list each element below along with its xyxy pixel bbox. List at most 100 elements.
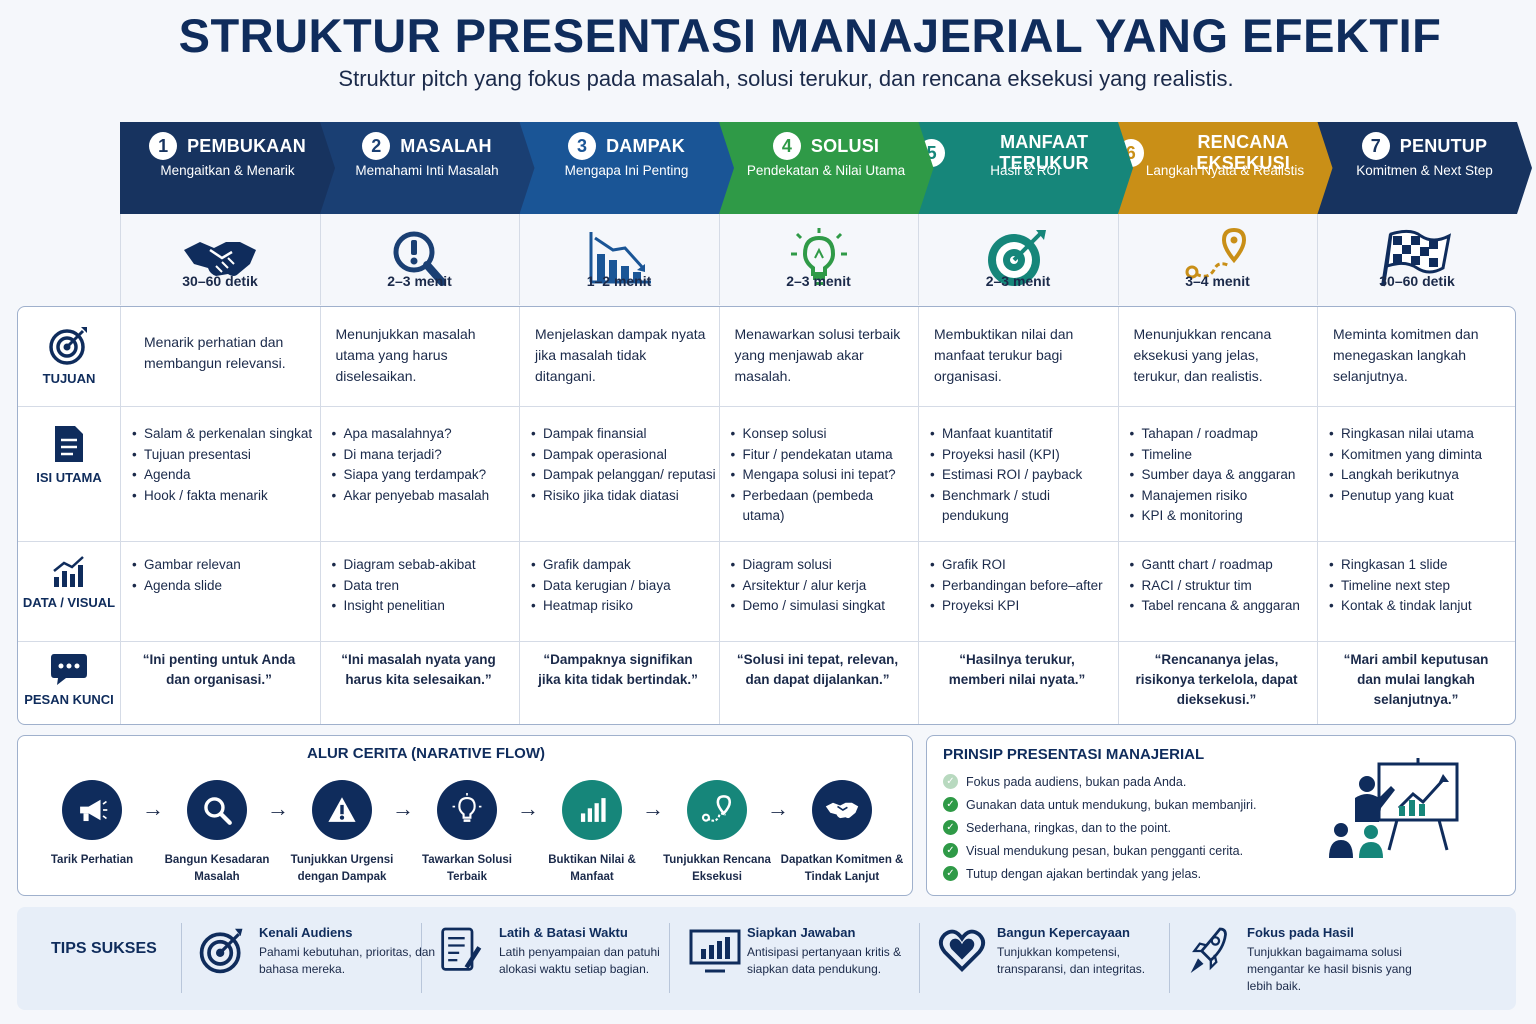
stage-5: 5 MANFAAT TERUKUR Hasil & ROI 2–3 menit — [918, 122, 1133, 305]
visual-item: Tabel rencana & anggaran — [1130, 596, 1315, 617]
key-message-cell: “Rencananya jelas, risikonya terkelola, … — [1135, 652, 1298, 707]
declining-chart-icon — [579, 228, 659, 290]
visual-item: Timeline next step — [1329, 576, 1514, 597]
tip-item: Bangun Kepercayaan Tunjukkan kompetensi,… — [937, 925, 1187, 997]
content-item: KPI & monitoring — [1130, 506, 1315, 527]
handshake-icon — [812, 780, 872, 840]
column-divider — [120, 307, 121, 724]
stage-subtitle: Mengaitkan & Menarik — [160, 163, 295, 178]
goal-cell: Membuktikan nilai dan manfaat terukur ba… — [934, 326, 1074, 384]
content-item: Manajemen risiko — [1130, 486, 1315, 507]
route-pin-icon — [1178, 227, 1258, 290]
principles-panel: PRINSIP PRESENTASI MANAJERIAL ✓Fokus pad… — [926, 735, 1516, 896]
monitor-chart-icon — [687, 925, 741, 981]
document-icon — [18, 424, 120, 464]
content-item: Penutup yang kuat — [1329, 486, 1514, 507]
stage-duration: 30–60 detik — [182, 273, 258, 289]
stage-chevron — [519, 122, 734, 214]
flow-step: Tawarkan Solusi Terbaik — [402, 780, 532, 886]
visual-cell: Grafik dampakData kerugian / biayaHeatma… — [531, 555, 716, 617]
stage-number: 4 — [772, 132, 801, 160]
flow-step-label: Tawarkan Solusi Terbaik — [422, 854, 512, 883]
goal-cell: Menjelaskan dampak nyata jika masalah ti… — [535, 326, 706, 384]
chat-bubble-icon — [18, 652, 120, 686]
lightbulb-icon — [437, 780, 497, 840]
visual-item: Grafik dampak — [531, 555, 716, 576]
key-message-cell: “Ini penting untuk Anda dan organisasi.” — [142, 652, 296, 687]
stage-chevron — [718, 122, 934, 214]
stage-title: RENCANA EKSEKUSI — [1196, 132, 1290, 173]
warning-icon — [312, 780, 372, 840]
stage-divider — [319, 214, 321, 305]
main-content-cell: Konsep solusiFitur / pendekatan utamaMen… — [731, 424, 916, 527]
stage-number: 7 — [1361, 132, 1390, 160]
visual-item: Grafik ROI — [930, 555, 1115, 576]
flow-step: Buktikan Nilai & Manfaat — [527, 780, 657, 886]
tip-title: Latih & Batasi Waktu — [499, 925, 628, 940]
stage-number: 1 — [149, 132, 178, 160]
presenter-board-icon — [1327, 758, 1467, 867]
stage-title: PEMBUKAAN — [187, 135, 306, 156]
visual-item: RACI / struktur tim — [1130, 576, 1315, 597]
goal-cell: Menawarkan solusi terbaik yang menjawab … — [734, 326, 901, 384]
stage-chevron — [1317, 122, 1532, 214]
tips-label: TIPS SUKSES — [51, 940, 157, 957]
checklist-icon — [439, 925, 487, 981]
content-item: Hook / fakta menarik — [132, 486, 317, 507]
arrow-right-icon: → — [517, 796, 539, 821]
tip-description: Pahami kebutuhan, prioritas, dan bahasa … — [259, 945, 436, 976]
content-item: Langkah berikutnya — [1329, 465, 1514, 486]
principle-text: Fokus pada audiens, bukan pada Anda. — [966, 774, 1187, 789]
stage-header: 2 MASALAH Memahami Inti Masalah — [320, 122, 520, 214]
row-divider — [18, 641, 1515, 642]
stage-title: MASALAH — [400, 135, 492, 156]
megaphone-icon — [62, 780, 122, 840]
stage-duration: 2–3 menit — [985, 273, 1051, 289]
content-item: Dampak operasional — [531, 445, 716, 466]
goal-cell: Menarik perhatian dan membangun relevans… — [144, 334, 286, 371]
goal-cell: Meminta komitmen dan menegaskan langkah … — [1333, 326, 1479, 384]
tip-item: Latih & Batasi Waktu Latih penyampaian d… — [439, 925, 689, 997]
visual-item: Kontak & tindak lanjut — [1329, 596, 1514, 617]
row-label-text: TUJUAN — [42, 371, 96, 386]
principle-text: Gunakan data untuk mendukung, bukan memb… — [966, 797, 1257, 812]
tip-item: Siapkan Jawaban Antisipasi pertanyaan kr… — [687, 925, 937, 997]
stage-duration: 1–2 menit — [586, 273, 652, 289]
column-divider — [319, 307, 321, 724]
check-icon: ✓ — [943, 797, 958, 812]
main-content-cell: Dampak finansialDampak operasionalDampak… — [531, 424, 716, 506]
lightbulb-icon — [779, 228, 859, 290]
stage-subtitle: Hasil & ROI — [990, 163, 1061, 178]
principle-text: Sederhana, ringkas, dan to the point. — [966, 820, 1172, 835]
principle-text: Tutup dengan ajakan bertindak yang jelas… — [966, 866, 1202, 881]
stage-chevron — [1117, 122, 1333, 214]
content-item: Benchmark / studi pendukung — [930, 486, 1115, 527]
stage-4: 4 SOLUSI Pendekatan & Nilai Utama 2–3 me… — [718, 122, 934, 305]
visual-item: Proyeksi KPI — [930, 596, 1115, 617]
stage-subtitle: Memahami Inti Masalah — [355, 163, 499, 178]
content-item: Ringkasan nilai utama — [1329, 424, 1514, 445]
tip-description: Antisipasi pertanyaan kritis & siapkan d… — [747, 945, 902, 976]
flow-step: Bangun Kesadaran Masalah — [152, 780, 282, 886]
principle-text: Visual mendukung pesan, bukan pengganti … — [966, 843, 1244, 858]
goal-cell: Menunjukkan rencana eksekusi yang jelas,… — [1133, 326, 1272, 384]
stage-duration: 3–4 menit — [1185, 273, 1250, 289]
visual-cell: Diagram solusiArsitektur / alur kerjaDem… — [731, 555, 916, 617]
visual-item: Gambar relevan — [132, 555, 317, 576]
stage-divider — [519, 214, 520, 305]
row-label-message: PESAN KUNCI — [18, 652, 120, 707]
tip-divider — [181, 923, 182, 993]
visual-item: Agenda slide — [132, 576, 317, 597]
stage-2: 2 MASALAH Memahami Inti Masalah 2–3 meni… — [319, 122, 535, 305]
stage-title: SOLUSI — [810, 135, 880, 156]
visual-cell: Grafik ROIPerbandingan before–afterProye… — [930, 555, 1115, 617]
tip-title: Bangun Kepercayaan — [997, 925, 1130, 940]
principles-list: ✓Fokus pada audiens, bukan pada Anda.✓Gu… — [943, 770, 1256, 885]
stage-header: 1 PEMBUKAAN Mengaitkan & Menarik — [120, 122, 320, 214]
magnifier-alert-icon — [380, 228, 460, 290]
flow-step: Tunjukkan Rencana Eksekusi — [652, 780, 782, 886]
key-message-cell: “Mari ambil keputusan dan mulai langkah … — [1343, 652, 1489, 707]
column-divider — [519, 307, 520, 724]
flow-step-label: Tarik Perhatian — [50, 854, 134, 866]
tip-item: Fokus pada Hasil Tunjukkan bagaimama sol… — [1187, 925, 1437, 997]
